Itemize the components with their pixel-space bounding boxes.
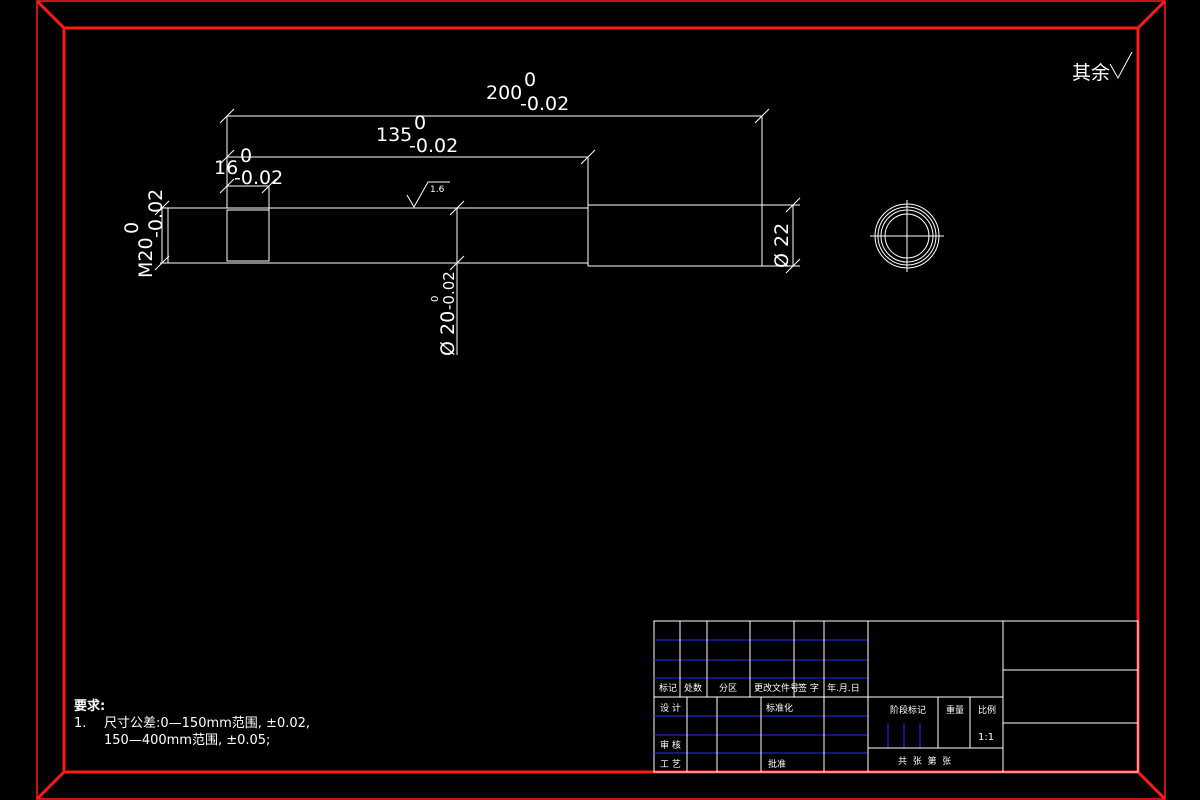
dim-d20-nominal: Ø 20 bbox=[437, 311, 459, 356]
tb-header-change-doc: 更改文件号 bbox=[754, 682, 799, 694]
dimension-texts: 200 0 -0.02 135 0 -0.02 16 0 -0.02 1.6 M… bbox=[121, 69, 793, 356]
dim-135-upper: 0 bbox=[414, 112, 426, 134]
dim-200-lower: -0.02 bbox=[520, 93, 569, 115]
tb-scale: 1:1 bbox=[978, 732, 994, 743]
dim-d20-upper: 0 bbox=[430, 296, 441, 302]
requirements-line-2: 150—400mm范围, ±0.05; bbox=[104, 733, 270, 748]
requirements-item-no: 1. bbox=[74, 716, 86, 731]
tb-header-zone: 分区 bbox=[719, 683, 737, 694]
drawing-frame bbox=[35, 0, 1167, 800]
tb-standardize: 标准化 bbox=[766, 702, 793, 714]
tb-header-sign: 签 字 bbox=[798, 682, 819, 694]
tb-header-date: 年.月.日 bbox=[827, 682, 860, 694]
dimension-lines bbox=[154, 108, 801, 274]
tb-scale-label: 比例 bbox=[978, 704, 996, 716]
shaft-side-view bbox=[167, 204, 763, 355]
tb-review: 审 核 bbox=[660, 739, 681, 751]
thread-groove bbox=[226, 209, 270, 262]
technical-requirements: 要求: 1. 尺寸公差:0—150mm范围, ±0.02, 150—400mm范… bbox=[74, 698, 310, 748]
dim-135-lower: -0.02 bbox=[409, 135, 458, 157]
tb-process: 工 艺 bbox=[660, 759, 681, 770]
roughness-value: 1.6 bbox=[430, 185, 445, 195]
shaft-end-view bbox=[870, 200, 944, 272]
dim-16-upper: 0 bbox=[240, 145, 252, 167]
requirements-line-1: 尺寸公差:0—150mm范围, ±0.02, bbox=[104, 716, 310, 731]
roughness-mark-icon bbox=[406, 181, 450, 209]
dim-200-nominal: 200 bbox=[486, 82, 522, 104]
other-roughness-text: 其余 bbox=[1072, 62, 1110, 84]
tb-approve: 批准 bbox=[768, 758, 786, 770]
tb-stage-mark: 阶段标记 bbox=[890, 704, 926, 716]
dim-135-nominal: 135 bbox=[376, 124, 412, 146]
dim-m20-lower: -0.02 bbox=[145, 189, 167, 238]
roughness-symbol-icon bbox=[1109, 51, 1133, 80]
dim-16-lower: -0.02 bbox=[234, 167, 283, 189]
dim-m20-nominal: M20 bbox=[135, 237, 157, 278]
tb-design: 设 计 bbox=[660, 702, 681, 714]
tb-weight: 重量 bbox=[946, 704, 964, 716]
title-block: 标记 处数 分区 更改文件号 签 字 年.月.日 设 计 标准化 审 核 工 艺… bbox=[653, 620, 1139, 773]
other-roughness-note: 其余 bbox=[1072, 51, 1133, 84]
dim-m20-upper: 0 bbox=[121, 222, 143, 234]
tb-header-count: 处数 bbox=[684, 682, 702, 694]
dim-16-nominal: 16 bbox=[214, 157, 238, 179]
dim-200-upper: 0 bbox=[524, 69, 536, 91]
tb-sheets: 共 张 第 张 bbox=[898, 755, 951, 767]
dim-d22: Ø 22 bbox=[771, 223, 793, 268]
tb-header-mark: 标记 bbox=[659, 682, 677, 694]
dim-d20-lower: -0.02 bbox=[440, 271, 458, 310]
requirements-title: 要求: bbox=[74, 698, 105, 714]
